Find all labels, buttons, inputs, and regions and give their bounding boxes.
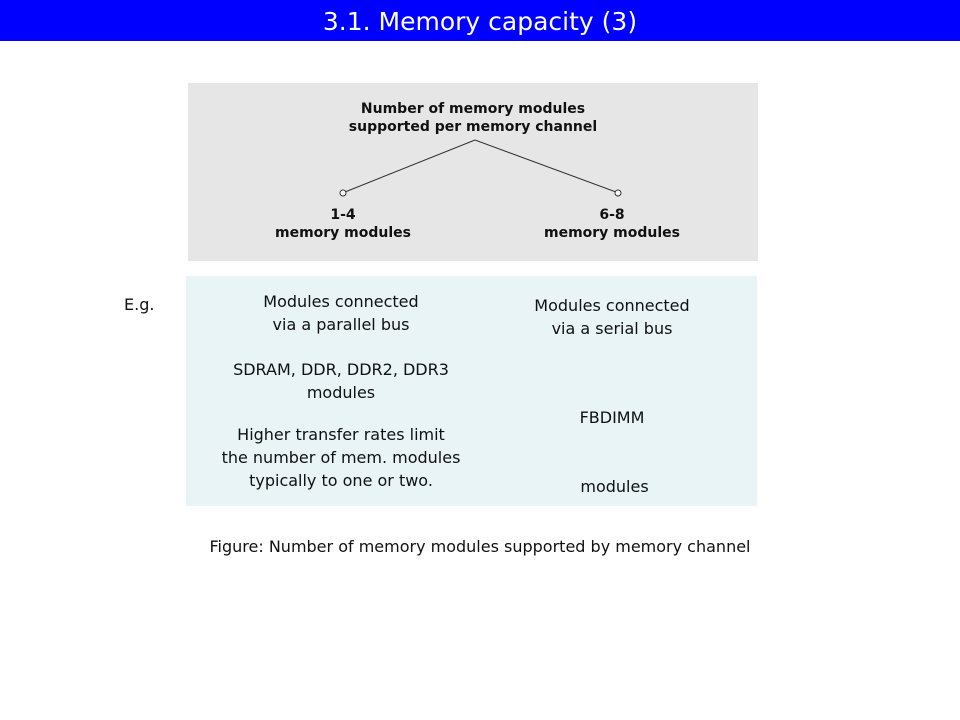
left-node-label: 1-4 memory modules — [223, 206, 463, 242]
left-types-line1: SDRAM, DDR, DDR2, DDR3 — [233, 360, 449, 379]
left-types-line2: modules — [306, 383, 376, 402]
left-label-line1: 1-4 — [330, 207, 356, 223]
right-label-line2: memory modules — [543, 225, 680, 241]
right-module-types: FBDIMM modules — [492, 360, 732, 544]
right-types-line2: modules — [575, 477, 649, 496]
right-bus-line1: Modules connected — [534, 296, 690, 315]
root-label-line2: supported per memory channel — [348, 119, 598, 135]
right-node-label: 6-8 memory modules — [492, 206, 732, 242]
root-label-line1: Number of memory modules — [360, 101, 586, 117]
right-bus-text: Modules connected via a serial bus — [492, 294, 732, 340]
left-note: Higher transfer rates limit the number o… — [191, 423, 491, 492]
left-bus-text: Modules connected via a parallel bus — [221, 290, 461, 336]
left-note-line3: typically to one or two. — [249, 471, 433, 490]
slide-title: 3.1. Memory capacity (3) — [0, 0, 960, 41]
left-node-circle — [339, 189, 347, 197]
right-bus-line2: via a serial bus — [551, 319, 673, 338]
figure-caption: Figure: Number of memory modules support… — [209, 537, 751, 556]
tree-connectors — [339, 139, 622, 197]
examples-panel: Modules connected via a parallel bus SDR… — [186, 276, 757, 506]
example-label: E.g. — [124, 295, 155, 314]
right-types-line1: FBDIMM — [579, 408, 645, 427]
left-label-line2: memory modules — [274, 225, 411, 241]
tree-panel: Number of memory modules supported per m… — [188, 83, 758, 261]
left-note-line2: the number of mem. modules — [221, 448, 461, 467]
right-branch-line — [474, 139, 617, 193]
left-module-types: SDRAM, DDR, DDR2, DDR3 modules — [221, 358, 461, 404]
left-bus-line2: via a parallel bus — [272, 315, 410, 334]
left-bus-line1: Modules connected — [263, 292, 419, 311]
left-branch-line — [344, 139, 476, 193]
root-node-label: Number of memory modules supported per m… — [188, 100, 758, 136]
right-node-circle — [614, 189, 622, 197]
right-label-line1: 6-8 — [599, 207, 625, 223]
left-note-line1: Higher transfer rates limit — [237, 425, 445, 444]
